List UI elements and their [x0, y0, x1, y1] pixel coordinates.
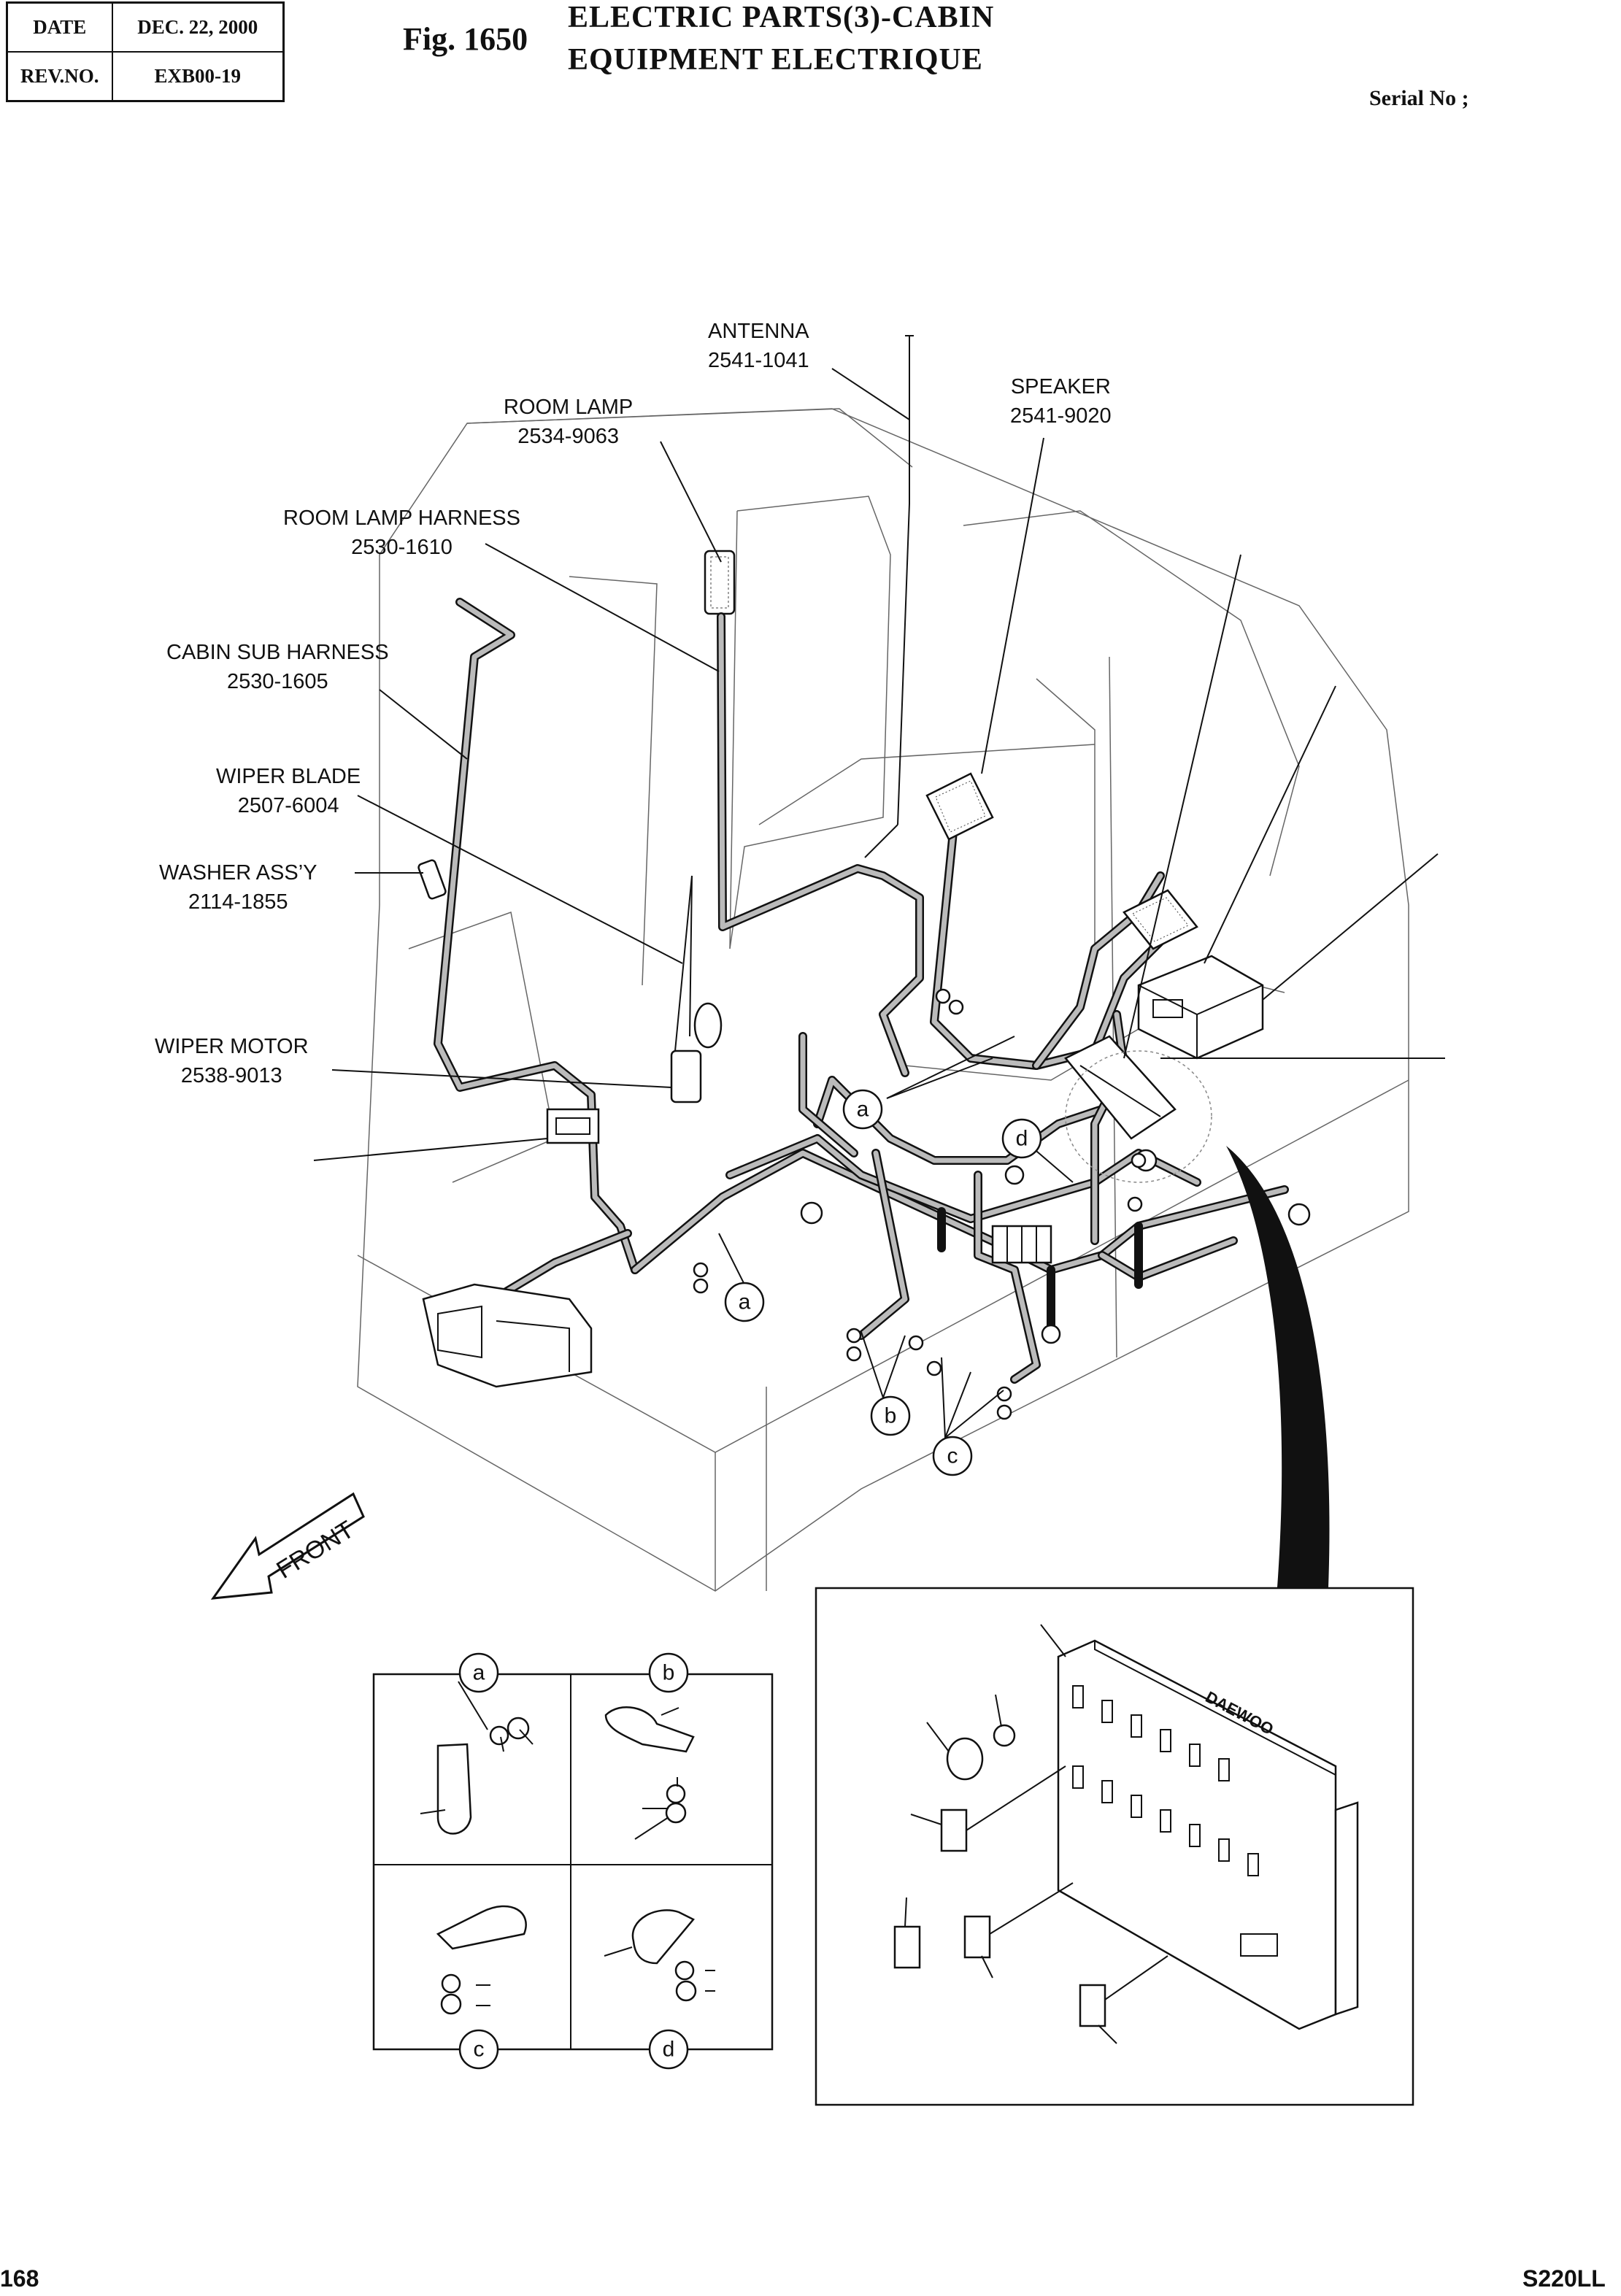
ref-circle-c1 — [932, 1436, 973, 1476]
ref-circles — [724, 1089, 1042, 1476]
room-lamp-harness — [717, 612, 924, 1077]
page-number: 168 — [0, 2265, 39, 2292]
detail-circle-c — [458, 2029, 499, 2070]
ref-circle-d1 — [1001, 1118, 1042, 1159]
detail-arrow — [1226, 1146, 1330, 1587]
ref-letter-a1: a — [857, 1098, 869, 1122]
clamp-details-panel — [372, 1652, 774, 2070]
ref-letter-c1: c — [947, 1444, 958, 1468]
ref-letter-a2: a — [739, 1290, 751, 1314]
detail-letter-c: c — [474, 2038, 485, 2062]
revision-table: DATE DEC. 22, 2000 REV.NO. EXB00-19 — [6, 1, 285, 102]
speaker-left — [925, 772, 994, 841]
ref-letter-b1: b — [885, 1404, 897, 1428]
model-code: S220LL — [1522, 2265, 1606, 2292]
ref-circle-a1 — [842, 1089, 883, 1130]
detail-circle-b — [648, 1652, 689, 1693]
rev-value: EXB00-19 — [111, 51, 285, 102]
radio-unit — [1137, 955, 1264, 1060]
leader-lines — [313, 368, 1445, 1438]
ref-circle-b1 — [870, 1395, 911, 1436]
serial-number-label: Serial No ; — [1369, 86, 1469, 110]
cabin-sub-harness — [434, 598, 639, 1274]
detail-letter-d: d — [663, 2038, 675, 2062]
ref-circle-a2 — [724, 1282, 765, 1322]
detail-circle-d — [648, 2029, 689, 2070]
figure-number: Fig. 1650 — [403, 21, 528, 57]
speaker-right — [1123, 889, 1198, 950]
ref-letters: a d a b c a b c d — [473, 1098, 1028, 2062]
wiper-motor — [546, 1002, 723, 1144]
detail-circle-a — [458, 1652, 499, 1693]
fuse-box-detail-panel — [815, 1587, 1414, 2106]
wiper-blade — [674, 875, 693, 1052]
detail-letter-a: a — [473, 1661, 485, 1685]
rev-label: REV.NO. — [6, 51, 113, 102]
detail-letter-b: b — [663, 1661, 675, 1685]
washer — [417, 859, 447, 900]
fasteners — [693, 988, 1311, 1420]
date-value: DEC. 22, 2000 — [111, 1, 285, 53]
fuse-box-small — [1064, 1035, 1212, 1183]
ref-letter-d1: d — [1016, 1127, 1028, 1151]
page-title: ELECTRIC PARTS(3)-CABIN — [568, 1, 995, 34]
floor-duct — [422, 1283, 593, 1388]
page-subtitle: EQUIPMENT ELECTRIQUE — [568, 43, 983, 77]
date-label: DATE — [6, 1, 113, 53]
front-arrow — [210, 1492, 365, 1600]
